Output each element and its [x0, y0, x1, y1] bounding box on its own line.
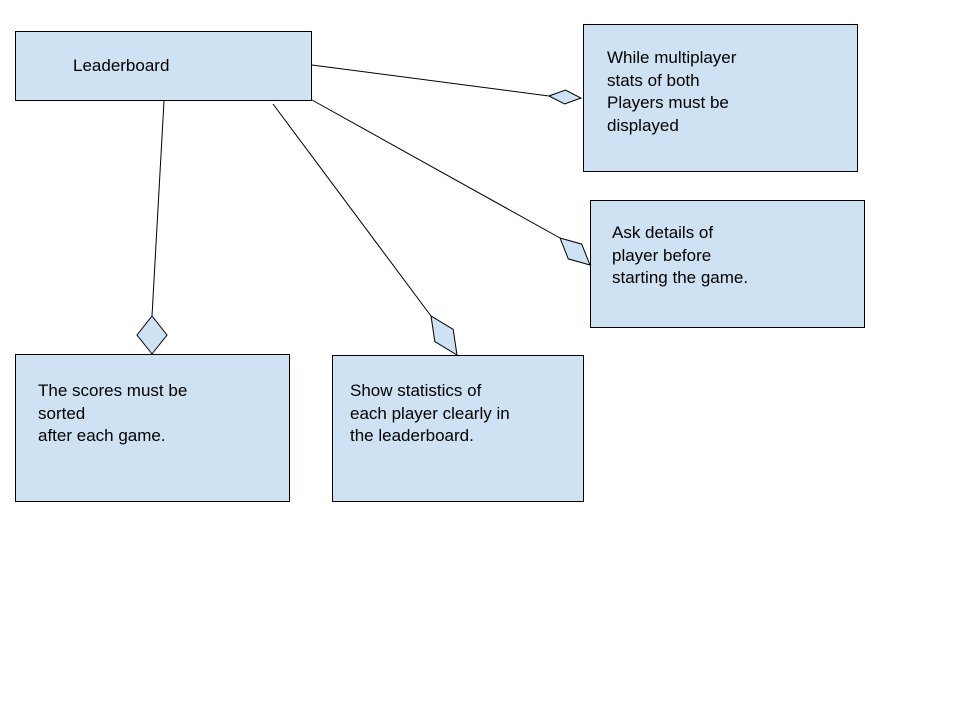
leaderboard-box[interactable]: Leaderboard	[15, 31, 312, 101]
leaderboard-label: Leaderboard	[73, 56, 170, 75]
multiplayer-text-line-2: stats of both	[607, 70, 700, 90]
scores-sorted-box[interactable]: The scores must be sorted after each gam…	[15, 354, 290, 502]
ask-text-line-2: player before	[612, 245, 712, 265]
diamond-marker-multiplayer	[547, 89, 583, 105]
connector-line-stats	[272, 103, 432, 317]
diamond-marker-ask	[559, 237, 591, 266]
multiplayer-stats-box[interactable]: While multiplayer stats of both Players …	[583, 24, 858, 172]
ask-text-line-1: Ask details of	[612, 223, 714, 242]
ask-text-line-3: starting the game.	[612, 268, 749, 287]
connectors	[136, 64, 591, 356]
multiplayer-text-line-3: Players must be	[607, 93, 729, 112]
connector-line-ask	[311, 99, 561, 239]
diamond-marker-scores	[136, 315, 168, 355]
scores-text-line-2: sorted	[38, 403, 86, 423]
diamond-marker-stats	[430, 315, 458, 356]
stats-text-line-3: the leaderboard.	[350, 426, 474, 445]
multiplayer-text-line-1: While multiplayer	[607, 48, 737, 67]
stats-text-line-1: Show statistics of	[350, 381, 482, 400]
scores-text-line-1: The scores must be	[38, 381, 188, 400]
scores-text-line-3: after each game.	[38, 426, 166, 445]
show-statistics-box[interactable]: Show statistics of each player clearly i…	[332, 355, 584, 502]
ask-details-box[interactable]: Ask details of player before starting th…	[590, 200, 865, 328]
multiplayer-text-line-4: displayed	[607, 115, 679, 135]
stats-text-line-2: each player clearly in	[350, 403, 510, 423]
connector-line-multiplayer	[311, 64, 550, 97]
connector-line-scores	[151, 100, 165, 317]
